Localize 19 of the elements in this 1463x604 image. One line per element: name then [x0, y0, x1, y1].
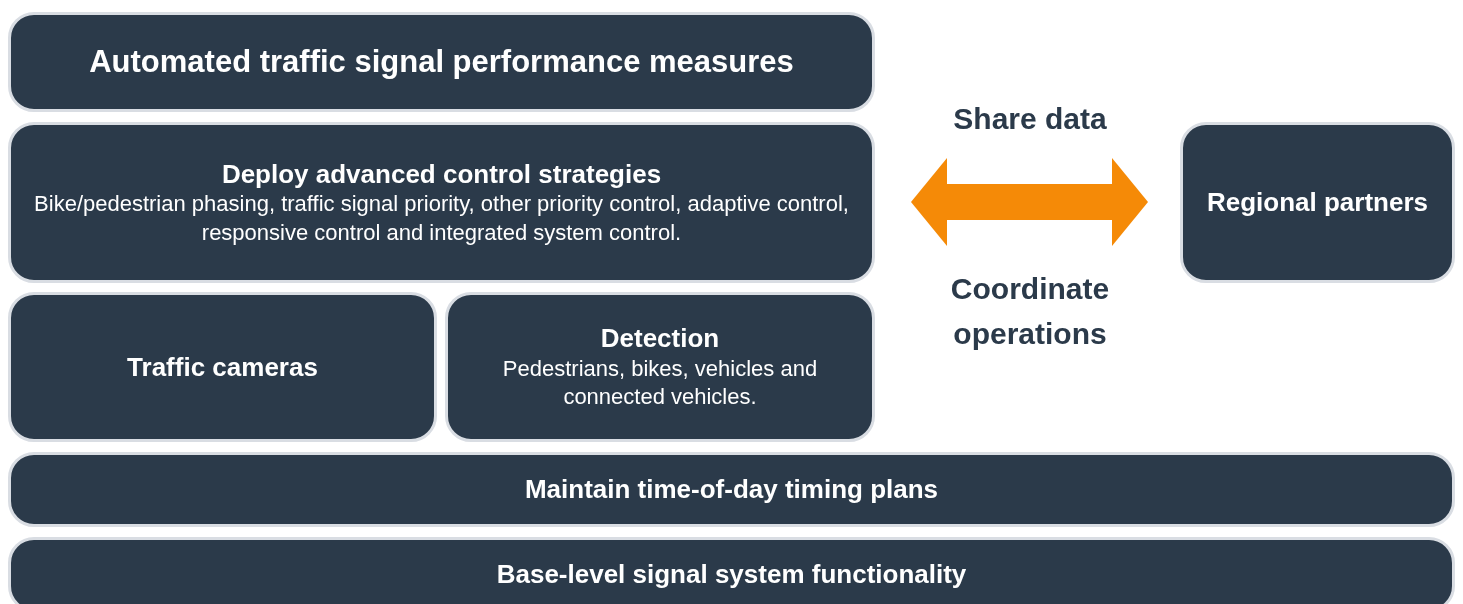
rounded-box	[8, 122, 875, 283]
arrow-caption: Coordinate operations	[949, 271, 1111, 352]
box-heading: Regional partners	[1206, 186, 1429, 219]
rounded-box	[8, 12, 875, 112]
rounded-box	[8, 292, 437, 442]
rounded-box	[1180, 122, 1455, 283]
rounded-box	[8, 452, 1455, 527]
box-heading: Automated traffic signal performance measures	[89, 42, 794, 81]
double-arrow	[911, 158, 1148, 246]
box-heading: Detection	[600, 322, 720, 355]
box-heading: Base-level signal system functionality	[496, 558, 967, 591]
arrow-caption: Share data	[952, 101, 1108, 137]
box-description: Bike/pedestrian phasing, traffic signal priority, other priority control, adaptive control, responsive control and integrated system control.	[33, 190, 850, 247]
rounded-box	[445, 292, 875, 442]
box-description: Pedestrians, bikes, vehicles and connected vehicles.	[501, 354, 819, 412]
box-heading: Maintain time-of-day timing plans	[524, 473, 939, 506]
rounded-box	[8, 537, 1455, 604]
box-heading: Deploy advanced control strategies	[221, 157, 662, 191]
box-heading: Traffic cameras	[127, 350, 318, 384]
